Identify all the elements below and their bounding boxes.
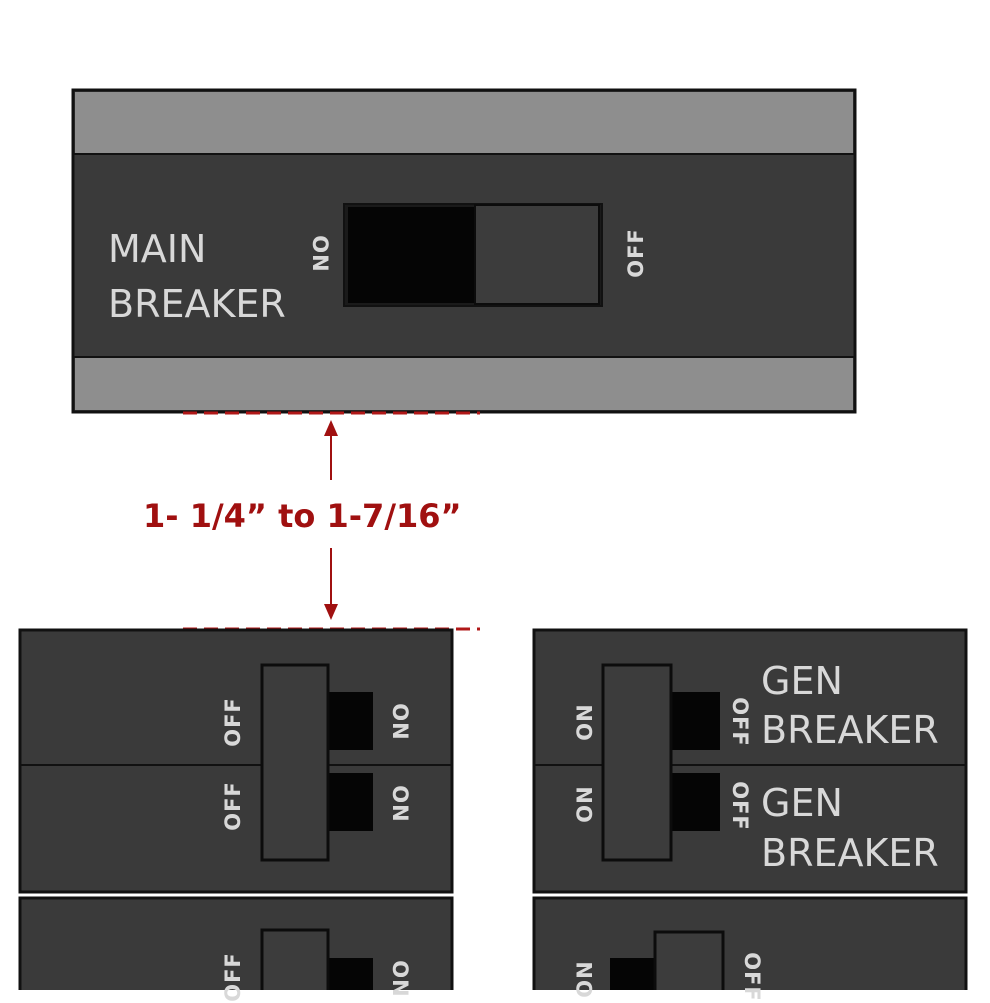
left-breaker-on-block-top — [325, 692, 373, 750]
left-breaker-on-label-bottom: ON — [388, 785, 412, 823]
main-breaker-off-label: OFF — [624, 228, 648, 278]
gen-breaker-body — [532, 628, 968, 990]
left-partial-on-block — [325, 958, 373, 990]
gen-partial-on-block — [610, 958, 658, 990]
gen-breaker-on-block-bottom — [668, 773, 720, 831]
main-breaker-on-label: ON — [308, 235, 332, 273]
gen-partial-toggle-handle[interactable] — [653, 930, 725, 990]
main-breaker-toggle-on-side — [348, 207, 476, 303]
gen-breaker-toggle-handle[interactable] — [601, 663, 673, 862]
left-breaker-on-label-top: ON — [388, 703, 412, 741]
left-breaker-off-label-top: OFF — [221, 697, 245, 747]
main-breaker-label-line1: MAIN — [108, 227, 207, 271]
measurement-label: 1- 1/4” to 1-7/16” — [143, 497, 462, 535]
gen-breaker-label-top-line1: GEN — [761, 659, 843, 703]
left-breaker-on-block-bottom — [325, 773, 373, 831]
left-partial-toggle-handle[interactable] — [260, 928, 330, 990]
gen-partial-breaker-housing — [532, 896, 968, 990]
gen-partial-off-label: OFF — [740, 952, 764, 1002]
gen-partial-on-label: ON — [573, 960, 597, 998]
arrow-up-icon — [324, 420, 338, 436]
main-breaker-bottom-rail — [75, 357, 853, 410]
left-breaker-body — [18, 628, 454, 990]
left-breaker-housing — [18, 628, 454, 894]
main-breaker-label-line2: BREAKER — [108, 282, 286, 326]
gen-breaker-label-bottom-line1: GEN — [761, 781, 843, 825]
gen-breaker-off-label-bottom: OFF — [728, 781, 752, 831]
main-breaker-top-rail — [75, 92, 853, 154]
left-breaker-toggle-handle[interactable] — [260, 663, 330, 862]
left-partial-off-label: OFF — [221, 952, 245, 1002]
left-partial-on-label: ON — [388, 960, 412, 998]
main-breaker-toggle-handle[interactable] — [474, 204, 600, 305]
left-partial-breaker-housing — [18, 896, 454, 990]
left-breaker-off-label-bottom: OFF — [221, 781, 245, 831]
gen-breaker-label-bottom-line2: BREAKER — [761, 831, 939, 875]
gen-breaker-on-block-top — [668, 692, 720, 750]
gen-breaker-label-top-line2: BREAKER — [761, 708, 939, 752]
gen-breaker-off-label-top: OFF — [728, 697, 752, 747]
gen-breaker-on-label-bottom: ON — [573, 785, 597, 823]
main-breaker-body — [71, 88, 857, 414]
gen-breaker-on-label-top: ON — [573, 703, 597, 741]
arrow-down-icon — [324, 604, 338, 620]
